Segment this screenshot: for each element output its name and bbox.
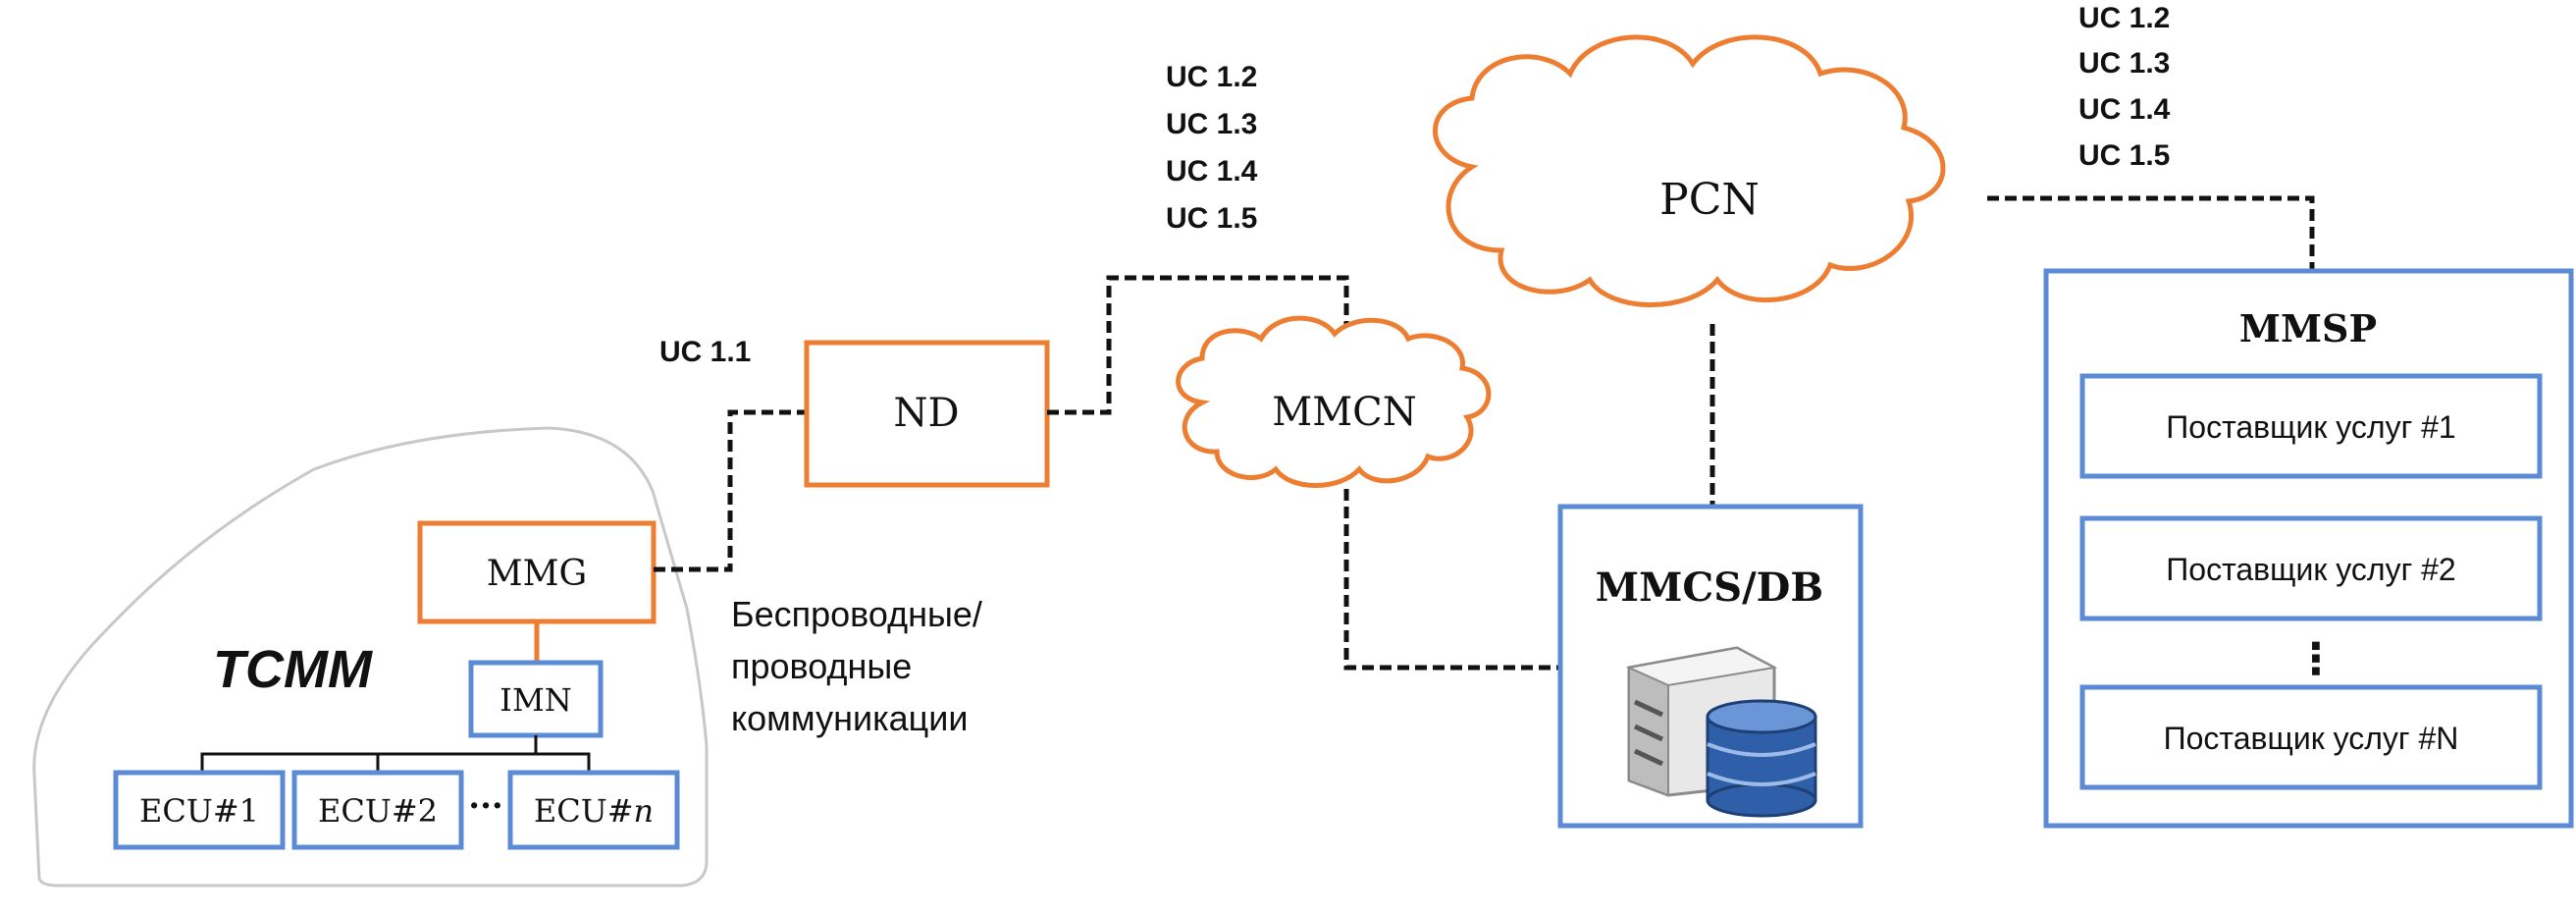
pcn-label: PCN — [1659, 175, 1760, 225]
service-provider-n-label: Поставщик услуг #N — [2164, 721, 2459, 756]
uc-11-label: UC 1.1 — [659, 336, 751, 368]
uc-right-labels: UC 1.2 UC 1.3 UC 1.4 UC 1.5 — [2078, 2, 2179, 172]
pcn-cloud: PCN — [1433, 34, 1946, 307]
ecu-ellipsis: ··· — [468, 786, 503, 826]
service-provider-1-box — [2079, 373, 2543, 479]
uc-right-1: UC 1.2 — [2078, 2, 2170, 34]
ecu2-box — [291, 770, 464, 850]
ecun-box — [507, 770, 680, 850]
mmcn-cloud: MMCN — [1176, 315, 1492, 488]
uc-mid-labels: UC 1.2 UC 1.3 UC 1.4 UC 1.5 — [1166, 61, 1266, 235]
pcn-mmsp-link — [1987, 195, 2315, 271]
server-database-icon — [1625, 646, 1817, 818]
ecun-label: ECU#n — [534, 792, 654, 830]
uc-right-4: UC 1.5 — [2078, 139, 2170, 172]
mmg-nd-link — [654, 409, 807, 572]
mmcn-label: MMCN — [1272, 390, 1417, 435]
service-provider-2-label: Поставщик услуг #2 — [2166, 552, 2455, 587]
ecun-suffix: n — [634, 792, 655, 830]
service-provider-n-box — [2079, 684, 2543, 790]
nd-mmcn-link — [1047, 275, 1349, 415]
nd-label: ND — [893, 391, 959, 436]
ecu1-label: ECU#1 — [139, 792, 259, 830]
mmg-label: MMG — [487, 554, 587, 594]
comm-line-3: коммуникации — [731, 698, 968, 738]
mmcs-db-label: MMCS/DB — [1596, 565, 1823, 611]
ecu2-label: ECU#2 — [318, 792, 438, 830]
mmcn-mmcs-link — [1343, 489, 1560, 671]
uc-right-3: UC 1.4 — [2078, 93, 2171, 126]
ecu1-box — [113, 770, 286, 850]
comm-line-1: Беспроводные/ — [731, 594, 982, 634]
ecu-bus-line — [200, 752, 591, 773]
uc-mid-2: UC 1.3 — [1166, 108, 1257, 140]
imn-label: IMN — [499, 681, 571, 719]
imn-box — [468, 660, 604, 738]
comm-line-2: проводные — [731, 646, 912, 686]
service-provider-ellipsis: ⋮ — [2294, 635, 2338, 683]
uc-mid-3: UC 1.4 — [1166, 155, 1258, 188]
comm-label: Беспроводные/ проводные коммуникации — [731, 594, 992, 738]
nd-box — [804, 340, 1050, 488]
ecun-prefix: ECU# — [534, 792, 634, 830]
mmsp-label: MMSP — [2239, 306, 2377, 350]
service-provider-1-label: Поставщик услуг #1 — [2166, 409, 2455, 445]
uc-mid-1: UC 1.2 — [1166, 61, 1257, 93]
uc-right-2: UC 1.3 — [2078, 47, 2170, 80]
service-provider-2-box — [2079, 515, 2543, 621]
tcmm-label: TCMM — [213, 640, 373, 699]
uc-mid-4: UC 1.5 — [1166, 202, 1257, 235]
mmg-box — [417, 520, 657, 624]
